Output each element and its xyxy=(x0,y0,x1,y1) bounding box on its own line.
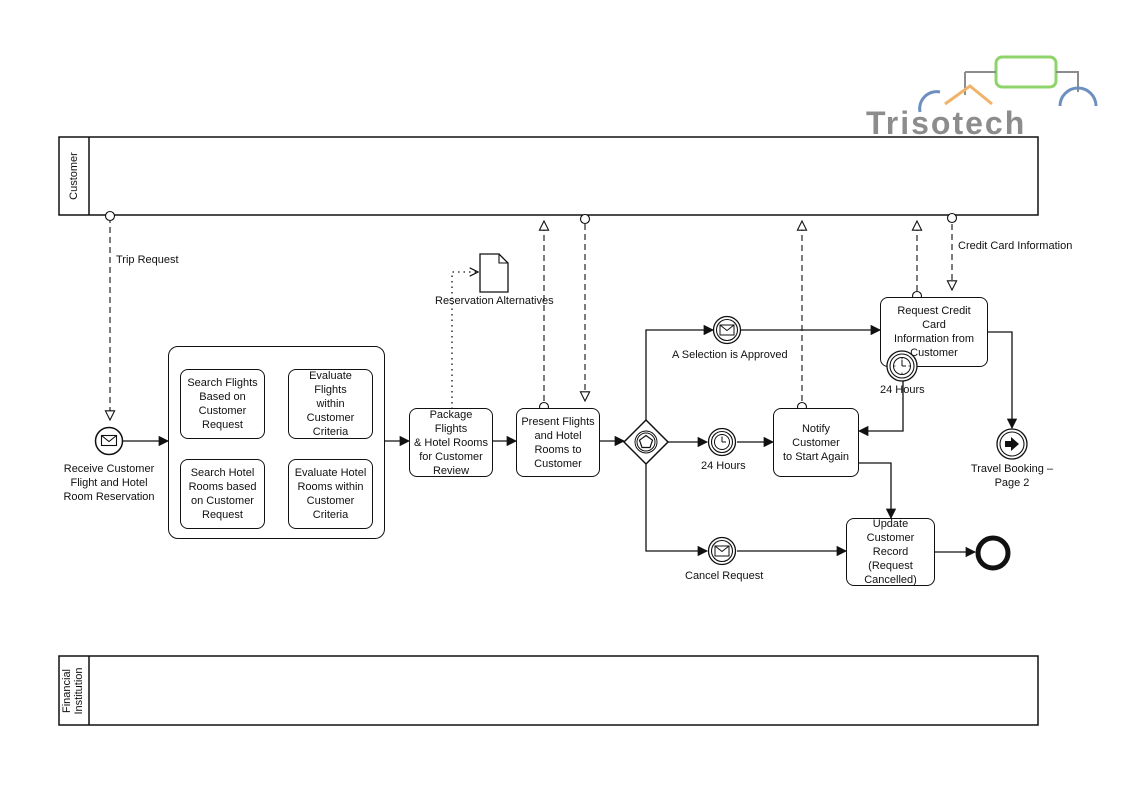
end-event xyxy=(975,535,1011,571)
task-present[interactable]: Present Flights and Hotel Rooms to Custo… xyxy=(516,408,600,477)
link-event-label: Travel Booking – Page 2 xyxy=(970,463,1054,489)
data-object-icon xyxy=(479,253,509,293)
task-evaluate-hotel[interactable]: Evaluate Hotel Rooms within Customer Cri… xyxy=(288,459,373,529)
cancel-event-label: Cancel Request xyxy=(685,570,764,582)
customer-pool xyxy=(58,136,1039,216)
task-evaluate-flights[interactable]: Evaluate Flights within Customer Criteri… xyxy=(288,369,373,439)
link-event xyxy=(996,428,1028,460)
timer-event xyxy=(707,427,737,457)
association-reservation-alternatives xyxy=(451,272,478,409)
customer-pool-label: Customer xyxy=(68,152,80,200)
logo-wordmark: Trisotech xyxy=(866,105,1026,141)
boundary-timer-icon xyxy=(886,350,918,382)
task-search-flights[interactable]: Search Flights Based on Customer Request xyxy=(180,369,265,439)
reservation-alternatives-label: Reservation Alternatives xyxy=(435,295,554,307)
task-notify[interactable]: Notify Customer to Start Again xyxy=(773,408,859,477)
task-update-record[interactable]: Update Customer Record (Request Cancelle… xyxy=(846,518,935,586)
trisotech-logo: Trisotech xyxy=(866,55,1098,141)
financial-pool-label: Financial Institution xyxy=(61,667,85,715)
start-message-event xyxy=(94,426,124,456)
approved-message-event xyxy=(712,315,742,345)
timer-event-label: 24 Hours xyxy=(701,460,746,472)
task-search-hotel[interactable]: Search Hotel Rooms based on Customer Req… xyxy=(180,459,265,529)
financial-institution-pool xyxy=(58,655,1039,726)
approved-event-label: A Selection is Approved xyxy=(672,349,788,361)
start-event-label: Receive Customer Flight and Hotel Room R… xyxy=(63,463,155,503)
credit-card-info-label: Credit Card Information xyxy=(958,240,1073,252)
boundary-timer-label: 24 Hours xyxy=(880,384,925,396)
task-package[interactable]: Package Flights & Hotel Rooms for Custom… xyxy=(409,408,493,477)
cancel-message-event xyxy=(707,536,737,566)
trip-request-label: Trip Request xyxy=(116,254,179,266)
event-based-gateway xyxy=(622,418,670,466)
